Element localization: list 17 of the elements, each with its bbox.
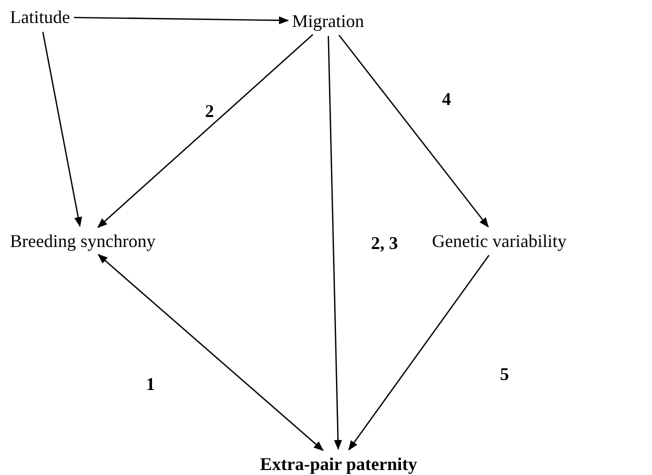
- arrow: [42, 32, 82, 228]
- node-label: Latitude: [10, 6, 70, 28]
- arrow: [74, 16, 289, 24]
- path-number: 5: [500, 363, 509, 385]
- node-label: Genetic variability: [432, 230, 566, 252]
- path-number: 4: [442, 88, 451, 110]
- node-label: Migration: [292, 10, 364, 32]
- arrow: [97, 34, 314, 228]
- arrow: [98, 254, 324, 452]
- path-number: 2, 3: [371, 232, 398, 254]
- node-label: Breeding synchrony: [10, 230, 156, 252]
- arrow: [328, 36, 342, 450]
- arrow: [348, 254, 490, 451]
- path-number: 2: [205, 100, 214, 122]
- arrow: [338, 34, 489, 228]
- node-label: Extra-pair paternity: [260, 453, 418, 475]
- path-number: 1: [146, 373, 155, 395]
